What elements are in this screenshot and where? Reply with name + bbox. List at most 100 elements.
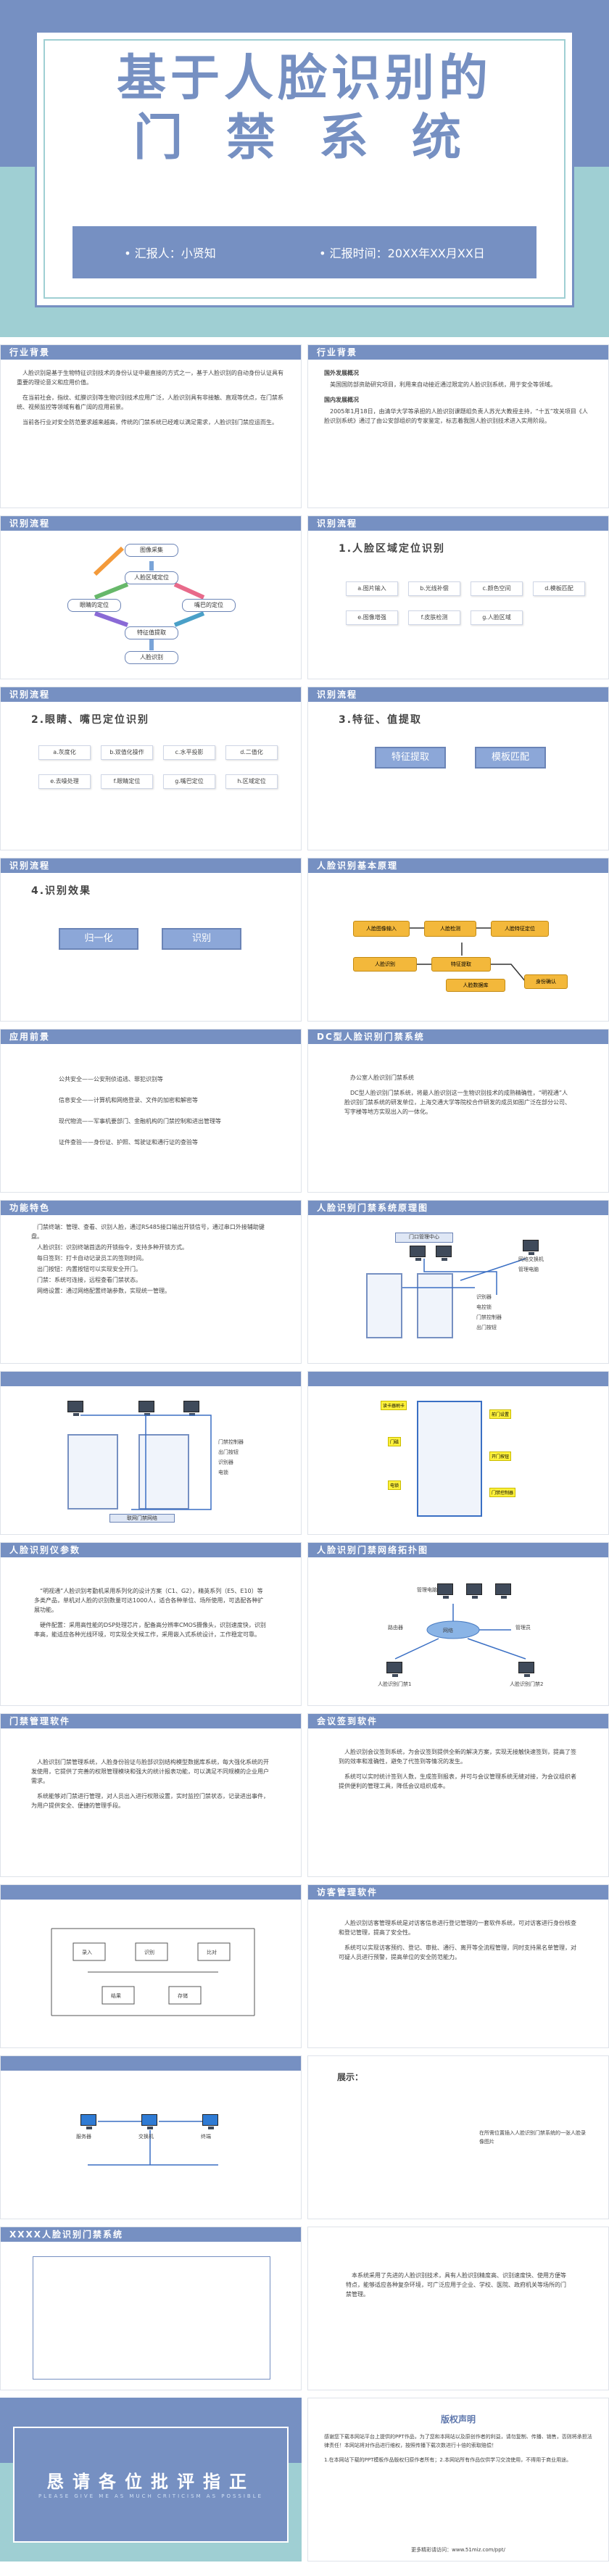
copyright-paragraph: 感谢您下载本网站平台上提供的PPT作品，为了您和本网站以及原创作者的利益，请勿复… (324, 2434, 592, 2448)
slide-header (308, 2227, 608, 2242)
slide-header: 人脸识别门禁系统原理图 (308, 1201, 608, 1215)
slide-door-detail: 读卡器刷卡 前门设置 门磁 开门按钮 电锁 门禁控制器 (307, 1371, 609, 1535)
note: 开门按钮 (489, 1451, 512, 1461)
label-reader: 识别器 (218, 1459, 233, 1465)
paragraph: 办公室人脸识别门禁系统 (350, 1074, 414, 1081)
list-item: 现代物流——军事机要部门、金融机构的门禁控制和进出管理等 (59, 1118, 221, 1125)
slide-meeting-software: 会议签到软件 人脸识别会议签到系统，为会议签到提供全新的解决方案，实现无接触快速… (307, 1713, 609, 1877)
server-icon (80, 2114, 96, 2129)
switch-icon (141, 2114, 157, 2129)
label-admin: 管理员 (515, 1625, 531, 1631)
slide-header (1, 1372, 301, 1386)
slide-header: 人脸识别门禁网络拓扑图 (308, 1543, 608, 1557)
slide-header: 人脸识别基本原理 (308, 858, 608, 873)
thanks-slide: 恳请各位批评指正 PLEASE GIVE ME AS MUCH CRITICIS… (0, 2398, 302, 2561)
slide-network-topology: 人脸识别门禁网络拓扑图 网络 管理员 管理电脑 路由器 人脸识别门禁1 人脸识别… (307, 1542, 609, 1706)
flow-extract: 特征提取 (431, 957, 491, 972)
label-controller: 门禁控制器 (218, 1439, 244, 1445)
footer-row: 恳请各位批评指正 PLEASE GIVE ME AS MUCH CRITICIS… (0, 2398, 609, 2561)
slide-body: 办公室人脸识别门禁系统 DC型人脸识别门禁系统，将最人脸识别这一生物识别技术的成… (308, 1044, 608, 1151)
slide-header: XXXX人脸识别门禁系统 (1, 2227, 301, 2242)
slide-access-software: 门禁管理软件 人脸识别门禁管理系统，人脸身份验证与脸部识别结构模型数据库系统，每… (0, 1713, 302, 1877)
slide-basic-principle: 人脸识别基本原理 人脸图像输入 人脸检测 人脸特征定位 特征提取 人脸识别 身份… (307, 858, 609, 1022)
paragraph: 每日签到：打卡自动记录员工的签到时间。 (37, 1255, 147, 1262)
slide-face-region: 识别流程 1.人脸区域定位识别 a.图片输入 b.光线补偿 c.颜色空间 d.模… (307, 515, 609, 679)
slide-header: 识别流程 (1, 858, 301, 873)
slide-body: 门禁终端：管理、查看、识别人脸，通过RS485接口输出开锁信号，通过串口外接辅助… (1, 1215, 301, 1309)
showcase-caption: 在所需位置插入人脸识别门禁系统的一张人脸录像图片 (479, 2130, 586, 2145)
door-icon (138, 1434, 189, 1509)
slide-body: 本系统采用了先进的人脸识别技术，具有人脸识别精度高、识别速度快、使用方便等特点，… (308, 2242, 608, 2334)
paragraph: 在当前社会，指纹、虹膜识别等生物识别技术应用广泛，人脸识别具有非接触、直观等优点… (17, 394, 283, 410)
slide-header: 会议签到软件 (308, 1714, 608, 1728)
computer-icon (466, 1583, 482, 1599)
section-title: 国内发展概况 (324, 397, 359, 403)
copyright-title: 版权声明 (440, 2414, 476, 2424)
paragraph: 人脸识别：识别终端首选的开锁指令，支持多种开锁方式。 (37, 1244, 188, 1251)
software-flow-lines (51, 1928, 255, 2016)
thanks-subtitle: PLEASE GIVE ME AS MUCH CRITICISM AS POSS… (38, 2493, 264, 2499)
label-exit: 出门按钮 (218, 1449, 239, 1455)
tag: c.颜色空间 (471, 581, 523, 596)
tag: b.光线补偿 (408, 581, 460, 596)
slide-device-params: 人脸识别仪参数 “明视通”人脸识别考勤机采用系列化的设计方案（C1、G2），精英… (0, 1542, 302, 1706)
slide-header: 识别流程 (308, 687, 608, 702)
label-pc: 管理电脑 (417, 1587, 437, 1593)
door-icon (417, 1273, 453, 1338)
flow-step-5: 特征值提取 (125, 626, 178, 639)
tag: h.区域定位 (225, 774, 278, 789)
slide-eye-mouth: 识别流程 2.眼睛、嘴巴定位识别 a.灰度化 b.双值化操作 c.水平投影 d.… (0, 687, 302, 850)
camera-icon (138, 1401, 154, 1416)
slide-recognition-effect: 识别流程 4.识别效果 归一化 识别 (0, 858, 302, 1022)
slide-visitor-software: 访客管理软件 人脸识别访客管理系统是对访客信息进行登记管理的一套软件系统，可对访… (307, 1884, 609, 2048)
slide-subtitle: 3.特征、值提取 (339, 714, 423, 726)
flow-input: 人脸图像输入 (353, 921, 410, 937)
tag-grid: a.图片输入 b.光线补偿 c.颜色空间 d.模板匹配 e.图像增强 f.皮肤检… (346, 581, 585, 625)
flow-label: 存储 (178, 1993, 188, 1999)
paragraph: 人脸识别会议签到系统，为会议签到提供全新的解决方案，实现无接触快速签到，提高了签… (339, 1749, 576, 1765)
tag: e.图像增强 (346, 610, 398, 625)
cover-title-line2: 门禁系统 (133, 109, 505, 167)
photo-frame (33, 2256, 270, 2380)
paragraph: 人脸识别门禁管理系统，人脸身份验证与脸部识别结构模型数据库系统，每大强化系统的开… (31, 1759, 269, 1784)
cover-slide: 基于人脸识别的 门禁系统 • 汇报人：小贤知 • 汇报时间：20XX年XX月XX… (0, 0, 609, 337)
paragraph: 人脸识别访客管理系统是对访客信息进行登记管理的一套软件系统，可对访客进行身份核查… (339, 1920, 576, 1936)
slide-application-prospect: 应用前景 公共安全——公安刑侦追逃、罪犯识别等 信息安全——计算机和网络登录、文… (0, 1029, 302, 1193)
slide-header: 功能特色 (1, 1201, 301, 1215)
slide-feature-extract: 识别流程 3.特征、值提取 特征提取 模板匹配 (307, 687, 609, 850)
flow-label: 结果 (111, 1993, 121, 1999)
label-lock: 电控锁 (476, 1304, 492, 1310)
label-lock: 电锁 (218, 1470, 228, 1475)
feature-extract-button: 特征提取 (375, 747, 446, 769)
principle-arrows (410, 927, 526, 982)
list-item: 公共安全——公安刑侦追逃、罪犯识别等 (59, 1076, 163, 1082)
paragraph: 系统可以实现访客预约、登记、审批、通行、离开等全流程管理，同时支持黑名单管理，对… (339, 1945, 576, 1960)
slide-body: 人脸识别访客管理系统是对访客信息进行登记管理的一套软件系统，可对访客进行身份核查… (308, 1900, 608, 1987)
paragraph: 人脸识别是基于生物特征识别技术的身份认证中最直接的方式之一，基于人脸识别的自动身… (17, 370, 283, 386)
reporter: • 汇报人：小贤知 (124, 247, 216, 260)
slide-body: 公共安全——公安刑侦追逃、罪犯识别等 信息安全——计算机和网络登录、文件的加密和… (1, 1044, 301, 1183)
slide-network-diagram: 联网门禁网络 门禁控制器 出门按钮 识别器 电锁 (0, 1371, 302, 1535)
label-center: 门口管理中心 (395, 1233, 453, 1243)
slide-dc-system: DC型人脸识别门禁系统 办公室人脸识别门禁系统 DC型人脸识别门禁系统，将最人脸… (307, 1029, 609, 1193)
label-controller: 门禁控制器 (476, 1314, 502, 1320)
flow-database: 人脸数据库 (446, 979, 505, 992)
slide-header: 识别流程 (308, 516, 608, 531)
paragraph: 门禁终端：管理、查看、识别人脸，通过RS485接口输出开锁信号，通过串口外接辅助… (31, 1224, 265, 1240)
label-switch: 网络交换机 (518, 1256, 544, 1262)
slide-system-schematic: 人脸识别门禁系统原理图 门口管理中心 识别器 电控锁 门禁控制器 出门按钮 网络… (307, 1200, 609, 1364)
camera-icon (67, 1401, 83, 1416)
flow-arrows (93, 546, 205, 650)
tag: d.二值化 (225, 745, 278, 760)
slide-body: 国外发展概况 美国国防部资助研究项目，利用来自动接近通过限定的人脸识别系统，用于… (308, 360, 608, 440)
paragraph: 门禁：系统可连接，远程查看门禁状态。 (37, 1277, 141, 1283)
tag: a.图片输入 (346, 581, 398, 596)
tag: a.灰度化 (38, 745, 91, 760)
slide-header (308, 1372, 608, 1386)
flow-step-4: 嘴巴的定位 (182, 599, 236, 612)
hardware-lines (88, 2121, 218, 2166)
slide-header: 访客管理软件 (308, 1885, 608, 1900)
flow-step-3: 眼睛的定位 (67, 599, 121, 612)
slide-subtitle: 2.眼睛、嘴巴定位识别 (31, 714, 150, 726)
flow-recognize: 人脸识别 (353, 957, 417, 972)
